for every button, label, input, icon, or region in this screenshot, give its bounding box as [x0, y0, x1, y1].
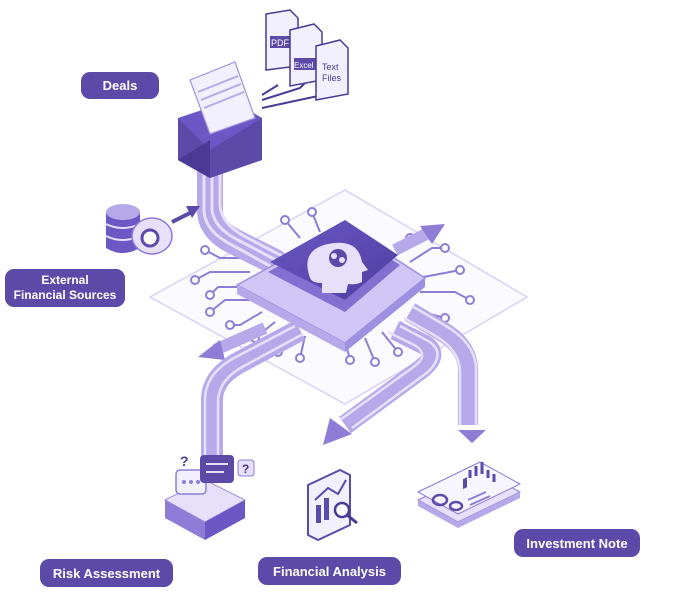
external-label-line-1: External	[41, 273, 89, 287]
cable-investment	[403, 303, 486, 443]
investment-note-icon	[416, 461, 522, 528]
text-files-label-1: Text	[322, 62, 339, 72]
question-mark-icon: ?	[242, 462, 249, 476]
arrow-up-right	[392, 224, 445, 256]
external-label-line-2: Financial Sources	[13, 288, 117, 302]
financial-analysis-label: Financial Analysis	[258, 557, 401, 585]
pdf-label: PDF	[271, 38, 290, 48]
deals-label: Deals	[81, 72, 159, 99]
risk-assessment-icon: ? ?	[163, 453, 255, 540]
cable-financial	[323, 321, 442, 445]
financial-analysis-icon	[307, 468, 358, 542]
text-files-label-2: Files	[322, 73, 342, 83]
excel-label: Excel	[294, 61, 314, 70]
cloud-sync-icon	[131, 217, 173, 255]
external-sources-arrow	[171, 206, 200, 224]
ai-processor-chip	[235, 220, 427, 352]
question-mark-icon: ?	[180, 453, 189, 469]
external-financial-sources-label: External Financial Sources	[5, 269, 125, 307]
text-files-document-icon: Text Files	[315, 39, 349, 101]
deals-envelope-icon	[178, 61, 262, 178]
arrow-left	[198, 322, 268, 360]
cable-risk	[201, 320, 306, 460]
brain-head-icon	[307, 242, 368, 293]
risk-assessment-label: Risk Assessment	[40, 559, 173, 587]
investment-note-label: Investment Note	[514, 529, 640, 557]
input-cable	[197, 152, 288, 275]
